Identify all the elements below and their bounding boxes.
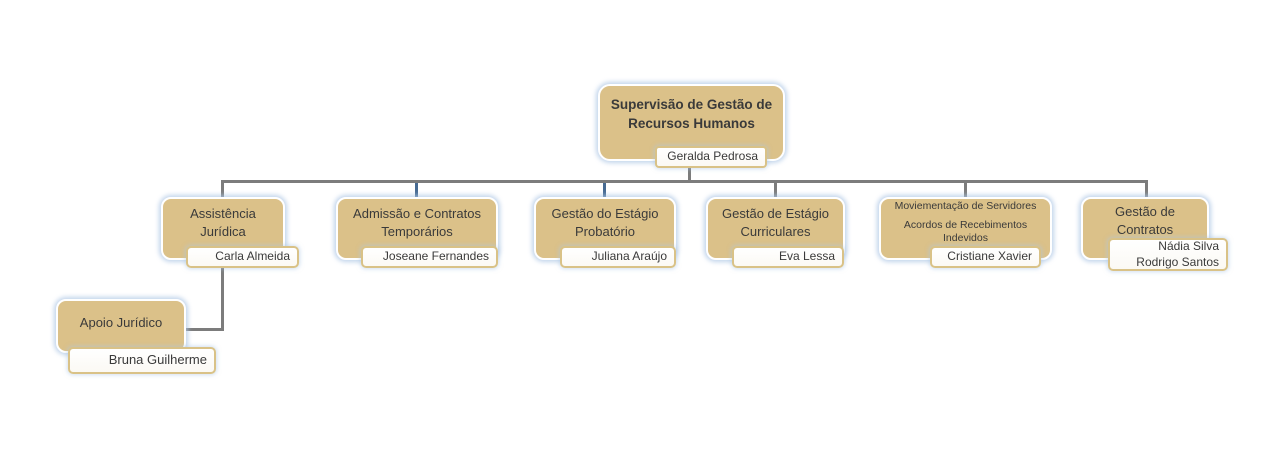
connector-stub-contratos	[1145, 180, 1148, 198]
org-node-title: Assistência Jurídica	[190, 205, 256, 239]
org-node-title-line2: Acordos de Recebimentos Indevidos	[903, 218, 1028, 245]
org-node-title: Gestão de Contratos	[1115, 203, 1175, 237]
connector-elbow-vertical-apoio	[221, 268, 224, 331]
manager-name: Joseane Fernandes	[382, 249, 489, 264]
org-node-title: Admissão e Contratos Temporários	[353, 205, 481, 239]
manager-name: Bruna Guilherme	[108, 352, 207, 368]
manager-name: Geralda Pedrosa	[667, 149, 758, 164]
manager-name: Cristiane Xavier	[947, 249, 1032, 264]
org-node-title-line1: Moviementação de Servidores	[894, 200, 1037, 213]
org-node-curriculares-name-plate[interactable]: Eva Lessa	[732, 246, 844, 268]
manager-name: Juliana Araújo	[591, 249, 667, 264]
org-node-contratos-name-plate[interactable]: Nádia Silva Rodrigo Santos	[1108, 238, 1228, 271]
org-node-title: Gestão de Estágio Curriculares	[722, 205, 829, 239]
manager-name: Carla Almeida	[215, 249, 290, 264]
org-node-title: Gestão do Estágio Probatório	[551, 205, 659, 239]
org-node-admissao-name-plate[interactable]: Joseane Fernandes	[361, 246, 498, 268]
org-node-apoio-juridico[interactable]: Apoio Jurídico	[56, 299, 186, 353]
org-node-moviementacao-servidores[interactable]: Moviementação de Servidores Acordos de R…	[879, 197, 1052, 260]
org-node-title: Supervisão de Gestão de Recursos Humanos	[610, 96, 773, 131]
org-node-apoio-name-plate[interactable]: Bruna Guilherme	[68, 347, 216, 374]
org-node-title: Apoio Jurídico	[79, 315, 163, 331]
connector-stub-admissao	[415, 183, 418, 198]
org-node-supervisao-name-plate[interactable]: Geralda Pedrosa	[655, 146, 767, 168]
org-node-assistencia-name-plate[interactable]: Carla Almeida	[186, 246, 299, 268]
manager-name: Eva Lessa	[778, 249, 835, 264]
connector-root-trunk	[688, 162, 691, 181]
manager-name: Rodrigo Santos	[1136, 254, 1219, 269]
connector-horizontal-bus	[221, 180, 1148, 183]
manager-name: Nádia Silva	[1158, 238, 1219, 253]
connector-stub-curriculares	[774, 180, 777, 198]
connector-stub-probatorio	[603, 183, 606, 198]
org-node-moviementacao-name-plate[interactable]: Cristiane Xavier	[930, 246, 1041, 268]
connector-stub-assistencia	[221, 180, 224, 198]
connector-elbow-horizontal-apoio	[186, 328, 224, 331]
connector-stub-moviementacao	[964, 180, 967, 198]
org-node-probatorio-name-plate[interactable]: Juliana Araújo	[560, 246, 676, 268]
